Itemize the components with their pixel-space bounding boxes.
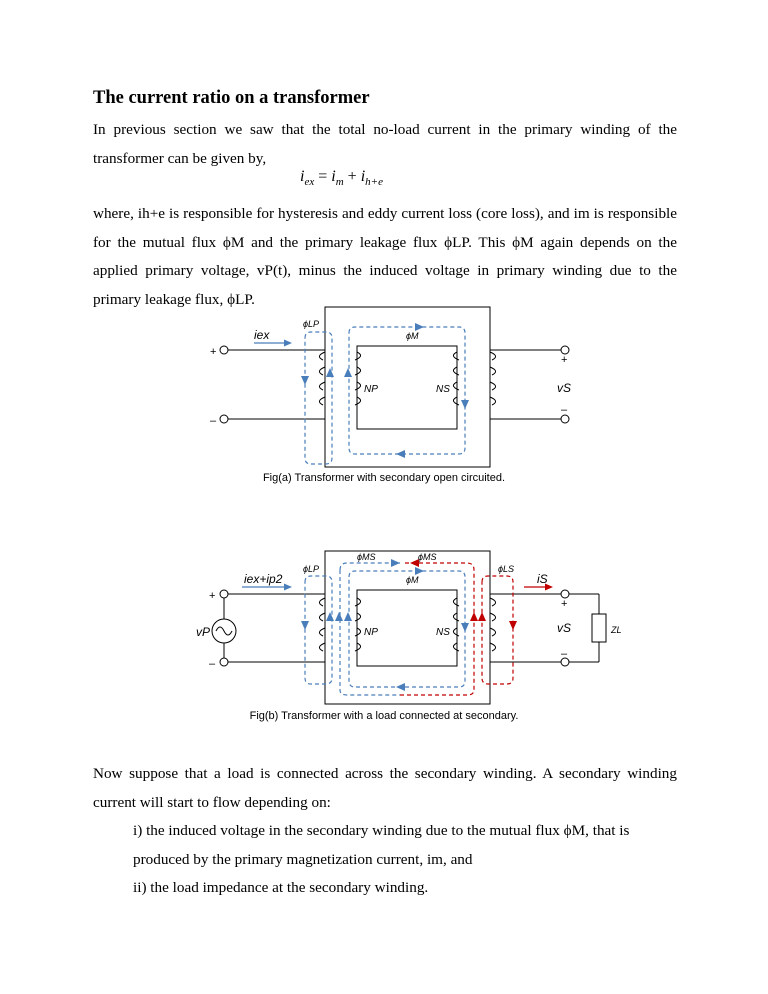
fig-b-primary-coil [319, 597, 361, 652]
fig-b-secondary-coil [453, 597, 496, 652]
fig-b-minus-left: – [209, 658, 216, 670]
fig-b-label-phi-ls: ϕLS [498, 564, 514, 574]
fig-b-label-phi-lp: ϕLP [303, 564, 319, 574]
fig-a-label-phi-lp: ϕLP [303, 319, 319, 329]
fig-b-secondary-ms-loop [400, 562, 475, 696]
fig-b-label-iex-ip2: iex+ip2 [244, 572, 283, 586]
eq-plus: + [343, 168, 361, 185]
fig-a-label-np: NP [364, 384, 378, 395]
eq-lhs-sub: ex [304, 176, 315, 189]
fig-a-core-window [356, 345, 458, 430]
fig-b-secondary-leakage-loop [481, 575, 514, 685]
fig-b-label-phi-m: ϕM [406, 575, 419, 585]
eq-lhs: i [300, 168, 305, 185]
section-heading: The current ratio on a transformer [93, 88, 370, 108]
fig-b-label-phi-ms-right: ϕMS [418, 552, 437, 562]
fig-a-minus-left: – [210, 415, 217, 427]
fig-a-label-vs: vS [557, 381, 571, 395]
eq-term1: i [331, 168, 336, 185]
fig-b-label-vs: vS [557, 621, 571, 635]
fig-a-mutual-flux-loop [348, 326, 466, 455]
fig-b-minus-right: – [561, 648, 568, 660]
fig-a-plus-left: + [210, 346, 216, 358]
fig-b-label-ns: NS [436, 627, 450, 638]
fig-a-leakage-flux-loop [304, 331, 333, 465]
fig-b-plus-right: + [561, 598, 567, 610]
paragraph-flux-description: where, ih+e is responsible for hysteresi… [93, 205, 677, 308]
paragraph-intro: In previous section we saw that the tota… [93, 121, 677, 167]
fig-b-label-zl: ZL [610, 625, 622, 635]
fig-a-minus-right: – [561, 404, 568, 416]
fig-b-primary-ms-loop [339, 562, 400, 696]
fig-b-label-vp: vP [196, 625, 210, 639]
fig-a-label-iex: iex [254, 328, 270, 342]
equation-iex: iex = im + ih+e [300, 168, 600, 188]
eq-equals: = [314, 168, 332, 185]
fig-b-label-phi-ms-left: ϕMS [357, 552, 376, 562]
fig-a-label-phi-m: ϕM [406, 331, 419, 341]
eq-term2-sub: h+e [365, 176, 383, 189]
fig-b-core-outer [324, 550, 491, 705]
fig-b-load-impedance [591, 613, 607, 643]
fig-a-caption: Fig(a) Transformer with secondary open c… [262, 472, 506, 484]
fig-a-core-outer [324, 306, 491, 468]
eq-term2: i [360, 168, 366, 185]
fig-b-mutual-flux-loop [348, 570, 466, 688]
fig-a-primary-coil [319, 351, 361, 406]
fig-b-primary-leakage-loop [304, 575, 333, 685]
fig-a-plus-right: + [561, 354, 567, 366]
fig-a-label-ns: NS [436, 384, 450, 395]
list-item-2: ii) the load impedance at the secondary … [133, 879, 429, 896]
fig-b-label-np: NP [364, 627, 378, 638]
fig-a-secondary-coil [453, 351, 496, 406]
fig-b-plus-left: + [209, 590, 215, 602]
list-item-1: i) the induced voltage in the secondary … [133, 822, 630, 868]
paragraph-load: Now suppose that a load is connected acr… [93, 765, 677, 811]
fig-b-caption: Fig(b) Transformer with a load connected… [249, 710, 519, 722]
eq-term1-sub: m [335, 176, 344, 189]
fig-b-label-is: iS [537, 572, 548, 586]
